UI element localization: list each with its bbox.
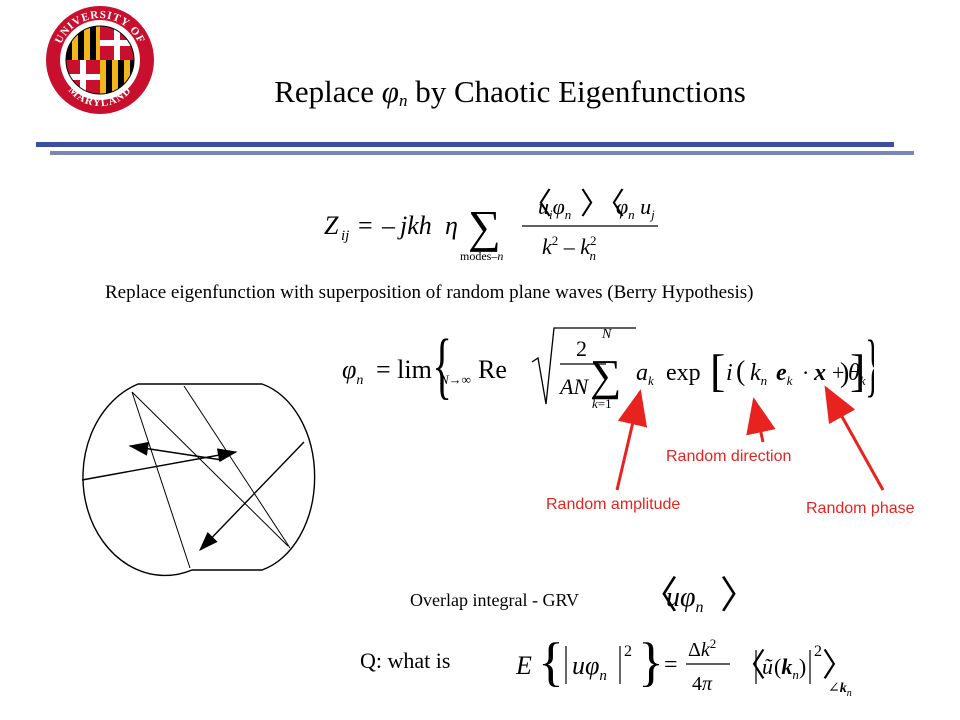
title-phi: φ: [381, 74, 399, 109]
annotation-arrows-graphic: [615, 385, 885, 491]
svg-text:〈: 〈: [522, 188, 552, 221]
svg-text:{: {: [538, 632, 564, 692]
svg-text:exp: exp: [666, 360, 701, 386]
svg-text:∑: ∑: [590, 351, 621, 400]
random-wave-equation: φn = lim N→∞ Re { 2 AN N ∑ k=1 ak exp [ …: [340, 322, 880, 412]
svg-text:{: {: [432, 324, 452, 406]
svg-text:Δk2: Δk2: [688, 636, 716, 661]
svg-text:4π: 4π: [692, 673, 713, 695]
svg-text:uiφn: uiφn: [538, 194, 571, 222]
svg-text:N→∞: N→∞: [439, 372, 471, 387]
svg-text:=: =: [358, 211, 373, 240]
svg-text:·: ·: [802, 360, 809, 385]
svg-text:2: 2: [814, 643, 822, 660]
svg-text:Re: Re: [478, 355, 507, 384]
svg-text:ij: ij: [341, 228, 349, 244]
svg-text:jkh: jkh: [397, 211, 432, 240]
university-seal: UNIVERSITY OF MARYLAND: [44, 4, 156, 116]
title-rule-lower: [50, 151, 914, 155]
seal-graphic: UNIVERSITY OF MARYLAND: [46, 6, 154, 114]
title-rule-upper: [36, 142, 894, 147]
svg-text:modes–n: modes–n: [460, 249, 503, 263]
impedance-equation-graphic: Z ij = – jkh η ∑ modes–n 〈 uiφn 〉〈 φn uj…: [324, 188, 658, 263]
svg-text:ũ: ũ: [762, 654, 773, 679]
annotation-arrows: [600, 380, 900, 500]
svg-text:φn uj: φn uj: [616, 194, 655, 222]
svg-text:〈: 〈: [640, 575, 678, 617]
svg-text:=: =: [664, 652, 678, 678]
svg-text:φn: φn: [342, 355, 363, 388]
title-suffix: by Chaotic Eigenfunctions: [407, 74, 746, 109]
overlap-label: Overlap integral - GRV: [410, 590, 580, 610]
svg-text:AN: AN: [558, 374, 589, 399]
svg-text:+: +: [832, 360, 844, 385]
svg-text:(kn): (kn): [774, 654, 806, 682]
svg-text:〉: 〉: [720, 575, 750, 617]
svg-text:): ): [840, 358, 849, 389]
berry-caption: Replace eigenfunction with superposition…: [105, 282, 754, 303]
svg-text:∑: ∑: [468, 201, 501, 252]
svg-text:(: (: [736, 356, 745, 387]
svg-text:k2 – k2n: k2 – k2n: [542, 233, 597, 263]
svg-text:Z: Z: [324, 211, 339, 240]
svg-text:uφn: uφn: [572, 651, 607, 684]
svg-text:k=1: k=1: [592, 396, 612, 411]
slide-title: Replace φn by Chaotic Eigenfunctions: [200, 74, 820, 111]
cavity-ray-diagram: [81, 383, 316, 577]
impedance-equation: Z ij = – jkh η ∑ modes–n 〈 uiφn 〉〈 φn uj…: [310, 178, 660, 268]
label-random-phase: Random phase: [806, 500, 915, 517]
label-random-direction: Random direction: [666, 448, 792, 465]
svg-text:〉〈: 〉〈: [580, 188, 625, 221]
svg-text:–: –: [381, 211, 396, 240]
title-phi-sub: n: [398, 91, 408, 110]
svg-text:N: N: [601, 327, 612, 342]
question-label: Q: what is: [360, 648, 451, 673]
svg-text:x: x: [813, 360, 826, 386]
svg-text:∠kn: ∠kn: [828, 681, 852, 698]
svg-text:〉: 〉: [822, 647, 854, 683]
svg-text:uφn: uφn: [666, 582, 704, 616]
svg-text:[: [: [710, 345, 725, 396]
svg-text:}: }: [638, 632, 664, 692]
title-prefix: Replace: [274, 74, 382, 109]
overlap-expression-graphic: 〈 uφn 〉: [640, 575, 758, 617]
svg-text:i: i: [726, 360, 733, 386]
overlap-expression: 〈 uφn 〉: [640, 570, 758, 620]
label-random-amplitude: Random amplitude: [546, 496, 681, 513]
random-wave-equation-graphic: φn = lim N→∞ Re { 2 AN N ∑ k=1 ak exp [ …: [342, 324, 866, 411]
question-expression: E { uφn 2 } = Δk2 4π 〈 ũ (kn) 2 〉 ∠kn: [515, 626, 856, 699]
svg-text:2: 2: [624, 643, 632, 660]
svg-text:〈: 〈: [734, 647, 766, 683]
svg-text:E: E: [516, 651, 532, 680]
svg-text:]: ]: [850, 345, 865, 396]
svg-text:2: 2: [576, 336, 587, 361]
cavity-diagram: [78, 370, 328, 580]
question-expression-graphic: E { uφn 2 } = Δk2 4π 〈 ũ (kn) 2 〉 ∠kn: [515, 632, 854, 699]
svg-text:η: η: [445, 211, 458, 240]
svg-text:= lim: = lim: [376, 355, 432, 384]
